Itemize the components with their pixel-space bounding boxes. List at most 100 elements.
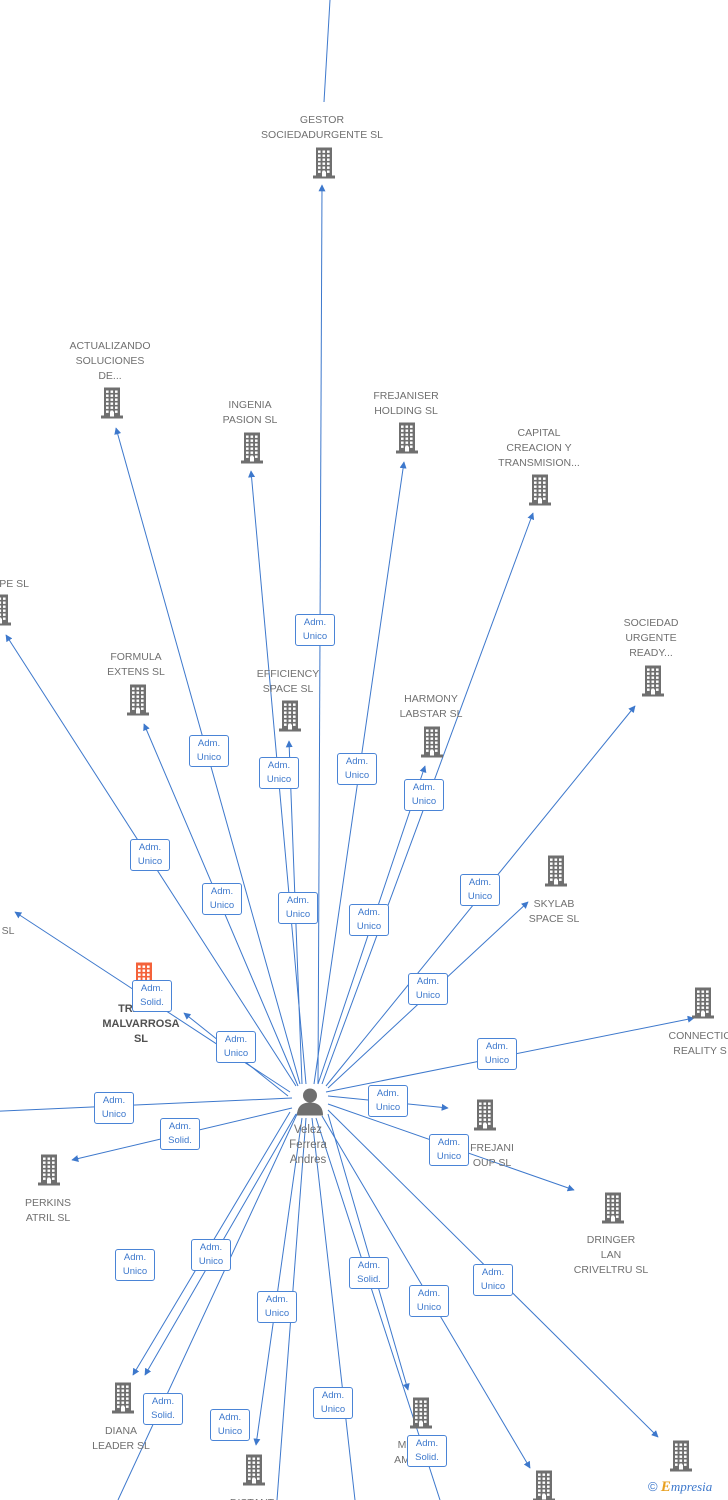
relation-badge[interactable]: Adm. Unico <box>460 874 500 906</box>
company-icon[interactable] <box>474 1099 496 1136</box>
company-icon[interactable] <box>0 594 11 631</box>
edge-line <box>253 1117 303 1446</box>
company-label[interactable]: FORMULA EXTENS SL <box>107 651 165 678</box>
company-icon[interactable] <box>545 855 567 892</box>
company-label[interactable]: SL <box>1 925 15 937</box>
edge-line <box>117 1111 299 1500</box>
company-icon[interactable] <box>241 432 263 469</box>
company-icon[interactable] <box>396 422 418 459</box>
building-icon <box>545 855 567 887</box>
relation-badge[interactable]: Adm. Unico <box>473 1264 513 1296</box>
company-label[interactable]: CONNECTIO REALITY S <box>668 1030 728 1057</box>
company-icon[interactable] <box>533 1470 555 1500</box>
relation-badge[interactable]: Adm. Unico <box>259 757 299 789</box>
relation-badge[interactable]: Adm. Unico <box>115 1249 155 1281</box>
company-icon[interactable] <box>410 1397 432 1434</box>
company-icon[interactable] <box>692 987 714 1024</box>
building-icon <box>127 684 149 716</box>
company-label[interactable]: M AM <box>394 1439 410 1466</box>
building-icon <box>279 700 301 732</box>
person-name[interactable]: Velez Ferrera Andres <box>289 1124 327 1166</box>
building-icon <box>474 1099 496 1131</box>
company-icon[interactable] <box>642 665 664 702</box>
relation-badge[interactable]: Adm. Solid. <box>349 1257 389 1289</box>
edge-line <box>311 1117 356 1500</box>
company-label[interactable]: FREJANI OUP SL <box>470 1142 514 1169</box>
company-icon[interactable] <box>127 684 149 721</box>
company-label[interactable]: DISTANT <box>230 1496 274 1500</box>
building-icon <box>112 1382 134 1414</box>
relation-badge[interactable]: Adm. Solid. <box>132 980 172 1012</box>
relation-badge[interactable]: Adm. Solid. <box>160 1118 200 1150</box>
relation-badge[interactable]: Adm. Unico <box>429 1134 469 1166</box>
company-icon[interactable] <box>279 700 301 737</box>
relation-badge[interactable]: Adm. Unico <box>189 735 229 767</box>
relation-badge[interactable]: Adm. Unico <box>409 1285 449 1317</box>
company-label[interactable]: GESTOR SOCIEDADURGENTE SL <box>261 114 383 141</box>
relation-badge[interactable]: Adm. Unico <box>257 1291 297 1323</box>
building-icon <box>313 147 335 179</box>
relation-badge[interactable]: Adm. Unico <box>404 779 444 811</box>
company-icon[interactable] <box>101 387 123 424</box>
company-label[interactable]: PERKINS ATRIL SL <box>24 1197 72 1224</box>
building-icon <box>642 665 664 697</box>
company-label[interactable]: CAPITAL CREACION Y TRANSMISION... <box>498 427 580 469</box>
company-label[interactable]: OPE SL <box>0 578 29 590</box>
relation-badge[interactable]: Adm. Unico <box>130 839 170 871</box>
relation-badge[interactable]: Adm. Unico <box>295 614 335 646</box>
copyright-symbol: © <box>648 1479 658 1494</box>
edge-line <box>327 1113 410 1391</box>
company-label[interactable]: SOCIEDAD URGENTE READY... <box>623 617 679 659</box>
person-icon[interactable] <box>295 1087 325 1122</box>
empresia-watermark: © Empresia <box>648 1479 712 1496</box>
building-icon <box>533 1470 555 1500</box>
relation-badge[interactable]: Adm. Unico <box>202 883 242 915</box>
company-label[interactable]: DIANA LEADER SL <box>92 1425 150 1452</box>
relation-badge[interactable]: Adm. Unico <box>477 1038 517 1070</box>
relation-badge[interactable]: Adm. Solid. <box>407 1435 447 1467</box>
relation-badge[interactable]: Adm. Unico <box>349 904 389 936</box>
relation-badge[interactable]: Adm. Unico <box>278 892 318 924</box>
brand-name: mpresia <box>670 1479 713 1494</box>
building-icon <box>0 594 11 626</box>
company-icon[interactable] <box>313 147 335 184</box>
building-icon <box>241 432 263 464</box>
company-label[interactable]: INGENIA PASION SL <box>222 399 278 426</box>
edge-line <box>0 1097 293 1112</box>
relation-badge[interactable]: Adm. Unico <box>368 1085 408 1117</box>
edge-line <box>323 0 331 103</box>
company-label[interactable]: DRINGER LAN CRIVELTRU SL <box>573 1234 649 1276</box>
relation-badge[interactable]: Adm. Solid. <box>143 1393 183 1425</box>
building-icon <box>529 474 551 506</box>
relation-badge[interactable]: Adm. Unico <box>337 753 377 785</box>
relation-badge[interactable]: Adm. Unico <box>210 1409 250 1441</box>
building-icon <box>243 1454 265 1486</box>
relation-badge[interactable]: Adm. Unico <box>94 1092 134 1124</box>
relation-badge[interactable]: Adm. Unico <box>313 1387 353 1419</box>
company-label[interactable]: SKYLAB SPACE SL <box>528 898 580 925</box>
building-icon <box>692 987 714 1019</box>
building-icon <box>410 1397 432 1429</box>
building-icon <box>670 1440 692 1472</box>
company-icon[interactable] <box>602 1192 624 1229</box>
company-label[interactable]: HARMONY LABSTAR SL <box>399 693 463 720</box>
company-icon[interactable] <box>421 726 443 763</box>
building-icon <box>101 387 123 419</box>
company-icon[interactable] <box>529 474 551 511</box>
company-label[interactable]: FREJANISER HOLDING SL <box>373 390 439 417</box>
brand-initial: E <box>660 1479 671 1495</box>
company-icon[interactable] <box>38 1154 60 1191</box>
company-icon[interactable] <box>112 1382 134 1419</box>
company-label[interactable]: EFFICIENCY SPACE SL <box>256 668 320 695</box>
building-icon <box>38 1154 60 1186</box>
company-icon[interactable] <box>243 1454 265 1491</box>
building-icon <box>396 422 418 454</box>
building-icon <box>421 726 443 758</box>
company-icon[interactable] <box>670 1440 692 1477</box>
company-label[interactable]: ACTUALIZANDO SOLUCIONES DE... <box>69 340 151 382</box>
relation-badge[interactable]: Adm. Unico <box>408 973 448 1005</box>
relation-badge[interactable]: Adm. Unico <box>191 1239 231 1271</box>
building-icon <box>602 1192 624 1224</box>
relation-badge[interactable]: Adm. Unico <box>216 1031 256 1063</box>
